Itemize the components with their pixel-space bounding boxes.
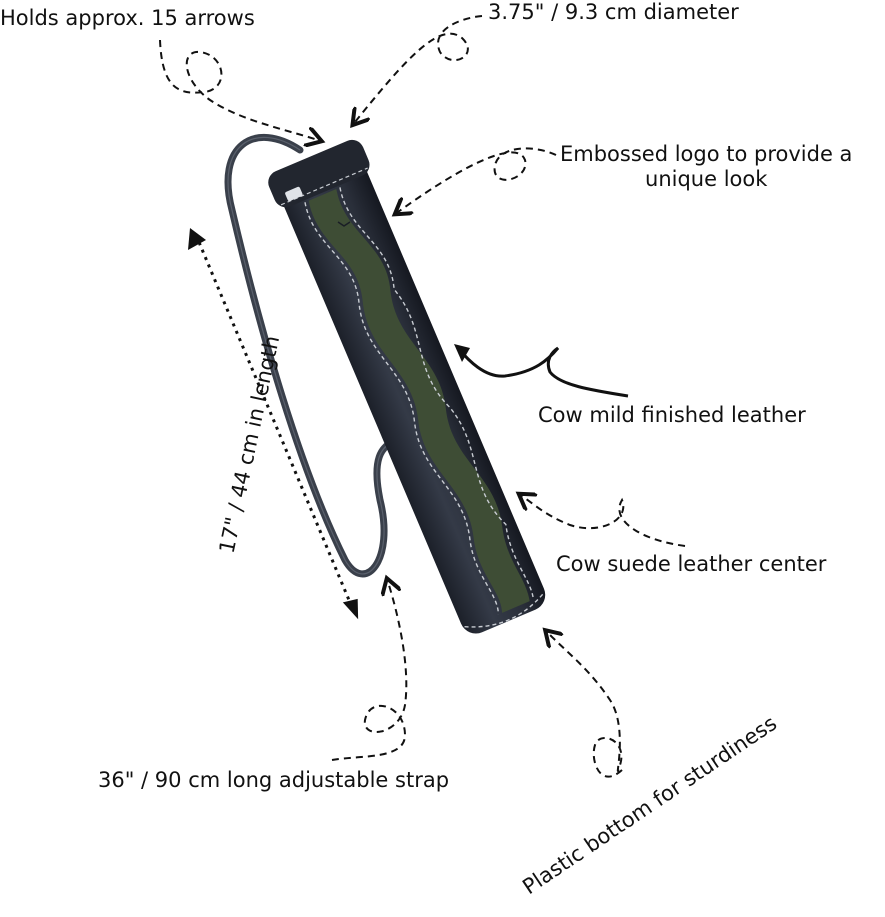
leather-arrow-head [454, 344, 470, 362]
leather-label: Cow mild finished leather [538, 403, 806, 427]
callout-lines [159, 15, 686, 778]
logo-label-line2: unique look [645, 167, 768, 192]
diameter-label: 3.75" / 9.3 cm diameter [488, 0, 739, 24]
bottom-callout-line [548, 633, 623, 778]
diameter-callout-line [355, 15, 483, 122]
length-arrow-bottom [342, 598, 359, 620]
logo-label-line1: Embossed logo to provide a [560, 142, 853, 166]
quiver-body [268, 139, 546, 634]
length-arrow-top [188, 228, 206, 250]
strap-callout-line [331, 582, 408, 761]
strap-inner-edge [227, 136, 399, 575]
logo-label: Embossed logo to provide a unique look [560, 142, 852, 192]
leather-callout-line [456, 346, 629, 398]
suede-panel [308, 188, 530, 613]
stitching-right [339, 187, 535, 600]
strap-label: 36" / 90 cm long adjustable strap [98, 768, 450, 792]
logo-callout-line [398, 147, 557, 212]
bottom-rim [464, 592, 545, 628]
suede-label: Cow suede leather center [556, 552, 827, 576]
product-diagram: Holds approx. 15 arrows 3.75" / 9.3 cm d… [0, 0, 852, 899]
logo-mark [285, 186, 303, 202]
capacity-callout-line [159, 39, 318, 140]
stitching-left [304, 202, 500, 615]
quiver-illustration [159, 15, 686, 778]
capacity-label: Holds approx. 15 arrows [0, 6, 255, 30]
suede-callout-line [522, 496, 686, 547]
embossed-logo [337, 221, 351, 227]
